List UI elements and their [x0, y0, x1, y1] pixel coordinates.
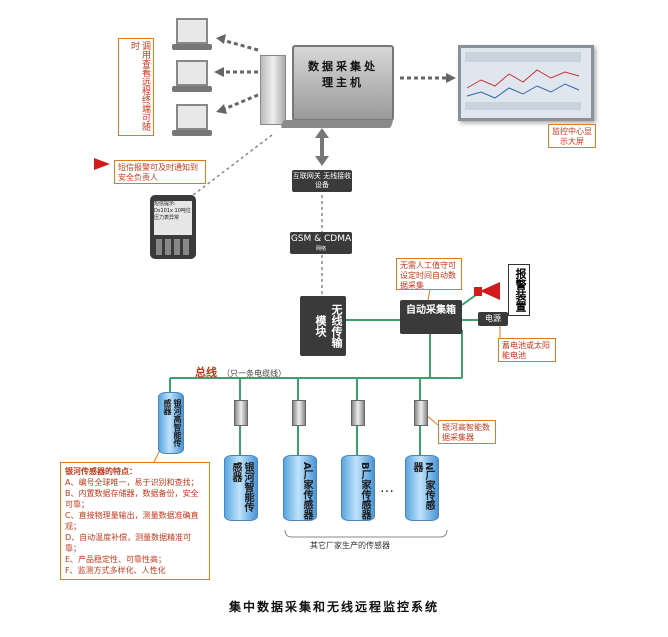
mobile-phone: 短信提示: Ds101x 10吨位压力表异常 — [150, 195, 196, 259]
smart-sensor: 银河高智能传感器 — [158, 392, 184, 454]
bus-label: 总线 （只一条电缆线） — [195, 361, 286, 380]
features-title: 银河传感器的特点： — [65, 467, 137, 476]
monitor-note: 监控中心显示大屏 — [548, 124, 596, 148]
inline-collector-3 — [351, 400, 365, 426]
remote-pc-3 — [172, 104, 212, 142]
sensor-maker-n: N厂家传感器 — [405, 455, 439, 521]
sensor-galaxy: 银河智能传感器 — [224, 455, 258, 521]
alarm-horn-icon — [480, 282, 500, 300]
host-monitor: 数据采集处理主机 — [292, 45, 394, 121]
remote-pc-2 — [172, 60, 212, 98]
gateway-box: 互联网关 无线接收设备 — [292, 170, 352, 192]
sensor-maker-b-label: B厂家传感器 — [359, 462, 370, 520]
feature-item: C、直接物理量输出，测量数据准确直观； — [65, 511, 199, 531]
monitor-screen — [458, 45, 594, 121]
host-tower — [260, 55, 286, 125]
other-makers-label: 其它厂家生产的传感器 — [310, 541, 390, 550]
monitor-chart-graphic — [465, 52, 581, 110]
sensor-maker-n-label: N厂家传感器 — [411, 462, 434, 511]
features-box: 银河传感器的特点： A、编号全球唯一，易于识别和查找； B、内置数据存储器，数据… — [60, 462, 210, 580]
inline-collector-1 — [234, 400, 248, 426]
gsm-box: GSM & CDMA 网络 — [290, 232, 352, 254]
feature-item: A、编号全球唯一，易于识别和查找； — [65, 478, 199, 487]
host-label: 数据采集处理主机 — [308, 60, 378, 89]
sensor-maker-a: A厂家传感器 — [283, 455, 317, 521]
remote-note: 调用查看远程终端可随时 — [118, 38, 154, 136]
wireless-module: 无线传输模块 — [300, 296, 346, 356]
feature-item: E、产品稳定性、可靠性高； — [65, 555, 167, 564]
smart-sensor-label: 银河高智能传感器 — [163, 399, 182, 447]
sensor-ellipsis: … — [380, 480, 394, 496]
remote-pc-1 — [172, 18, 212, 56]
sensor-maker-b: B厂家传感器 — [341, 455, 375, 521]
alarm-sms-note: 短信报警可及时通知到安全负责人 — [114, 160, 206, 184]
sensor-galaxy-label: 银河智能传感器 — [230, 462, 253, 512]
bus-subtitle: （只一条电缆线） — [222, 369, 287, 378]
feature-item: D、自动温度补偿，测量数据精准可靠； — [65, 533, 192, 553]
feature-item: B、内置数据存储器，数据备份，安全可靠； — [65, 489, 199, 509]
phone-screen: 短信提示: Ds101x 10吨位压力表异常 — [154, 201, 192, 235]
smart-collector-note: 银河高智能数据采集器 — [438, 420, 496, 444]
alarm-horn-body — [474, 287, 482, 296]
siren-icon — [94, 158, 110, 170]
power-note: 蓄电池或太阳能电池 — [498, 338, 556, 362]
gsm-sub-label: 网络 — [315, 246, 326, 252]
inline-collector-4 — [414, 400, 428, 426]
sensor-maker-a-label: A厂家传感器 — [301, 462, 312, 520]
host-keyboard — [280, 120, 394, 128]
collector-note: 无需人工值守可设定时间自动数据采集 — [396, 258, 462, 290]
power-box: 电源 — [478, 312, 508, 326]
diagram-caption: 集中数据采集和无线远程监控系统 — [228, 600, 439, 614]
alarm-device-label: 报警装置 — [508, 264, 530, 316]
collector-box: 自动采集箱 — [400, 300, 462, 334]
bus-title: 总线 — [195, 366, 217, 379]
feature-item: F、监测方式多样化、人性化 — [65, 566, 166, 575]
inline-collector-2 — [292, 400, 306, 426]
gsm-label: GSM & CDMA — [290, 234, 352, 244]
